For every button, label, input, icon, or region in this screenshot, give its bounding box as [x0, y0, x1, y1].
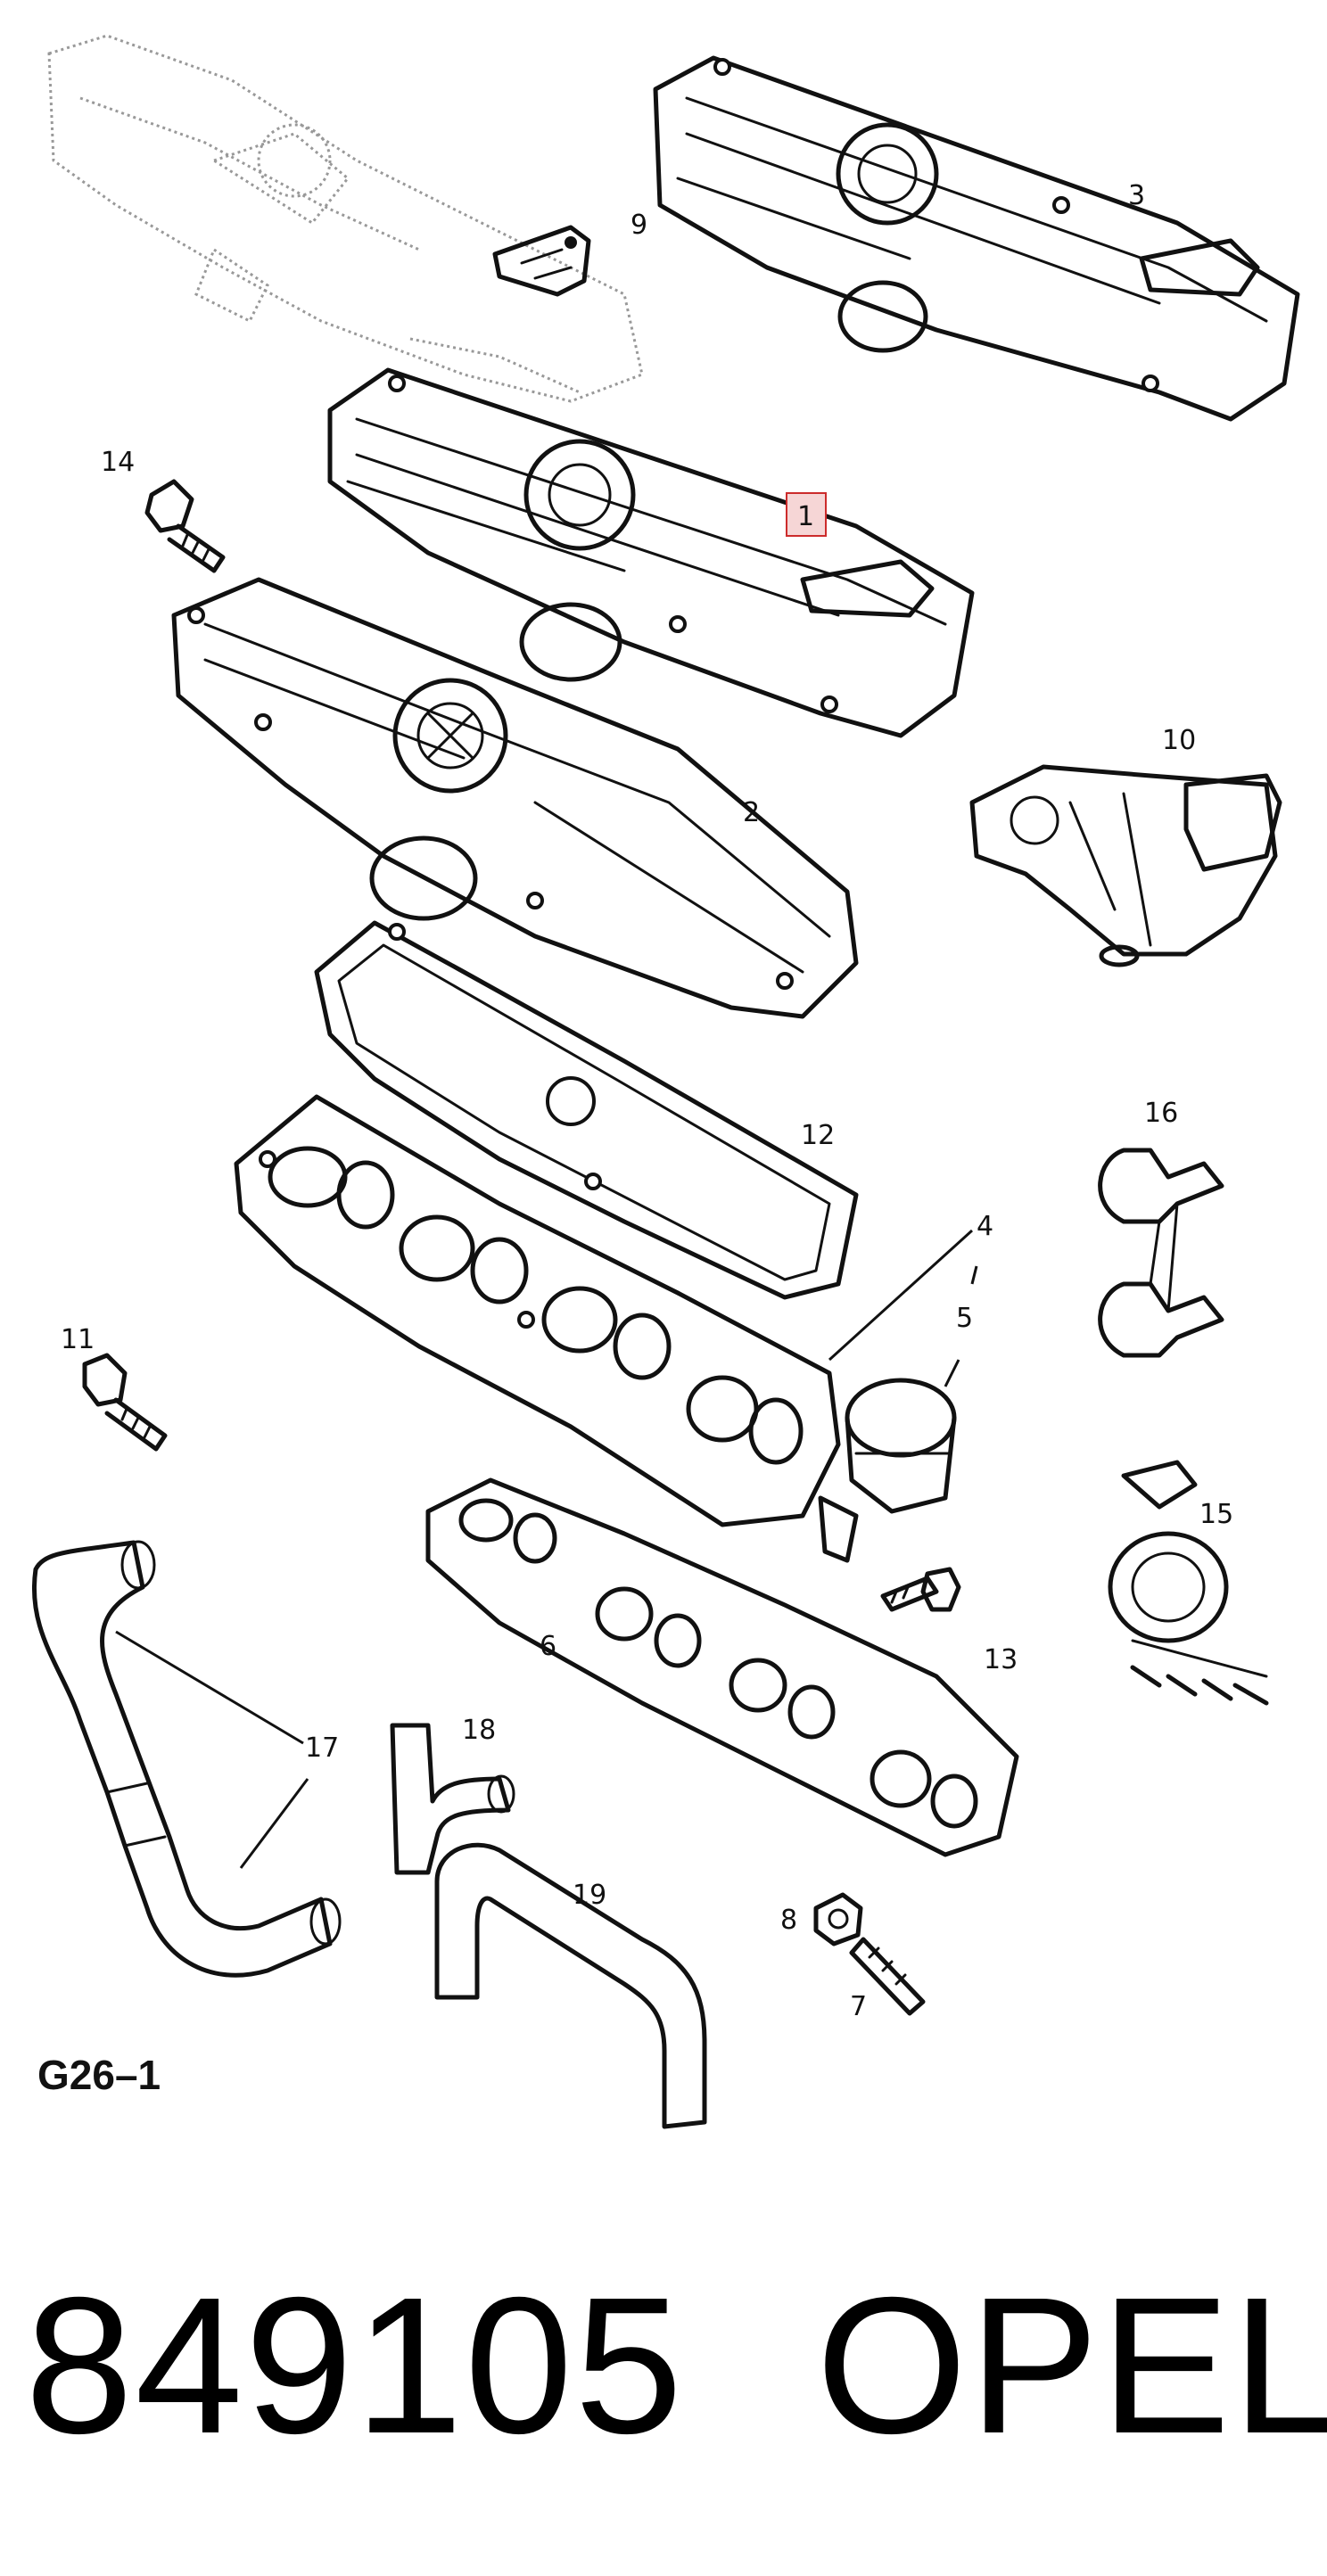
- callout-1[interactable]: 1: [797, 501, 814, 532]
- brand-name: OPEL: [816, 2258, 1327, 2474]
- callout-15[interactable]: 15: [1199, 1499, 1233, 1530]
- callout-10[interactable]: 10: [1162, 725, 1196, 756]
- callout-8[interactable]: 8: [780, 1905, 797, 1936]
- part-14-bolt[interactable]: [144, 479, 226, 573]
- callout-3[interactable]: 3: [1128, 180, 1145, 211]
- part-11-bolt[interactable]: [82, 1353, 168, 1452]
- callout-11[interactable]: 11: [61, 1324, 95, 1355]
- callout-4[interactable]: 4: [977, 1211, 993, 1242]
- callout-9[interactable]: 9: [631, 210, 647, 241]
- callout-13[interactable]: 13: [984, 1644, 1018, 1675]
- part-9-bracket[interactable]: [492, 225, 591, 297]
- callout-16[interactable]: 16: [1144, 1098, 1178, 1129]
- part-3-upper-plenum[interactable]: [653, 55, 1300, 422]
- callout-labels: 1 2 3 4 5 6 7 8 9 10 11 12 13 14 15 16 1…: [61, 180, 1233, 2022]
- figure-id-label: G26–1: [37, 2052, 161, 2098]
- part-4-lower-manifold[interactable]: [234, 1094, 841, 1527]
- part-10-sensor-housing[interactable]: [969, 764, 1282, 967]
- part-6-exhaust-gasket[interactable]: [425, 1477, 1019, 1857]
- callout-5[interactable]: 5: [956, 1303, 973, 1334]
- part-7-stud[interactable]: [849, 1937, 926, 2016]
- leader-lines: [115, 1229, 978, 1869]
- part-8-nut[interactable]: [813, 1892, 863, 1946]
- callout-6[interactable]: 6: [540, 1631, 556, 1662]
- callout-7[interactable]: 7: [850, 1991, 867, 2022]
- callout-2[interactable]: 2: [743, 797, 760, 828]
- part-2-intake-manifold[interactable]: [171, 577, 859, 1019]
- part-16-clip[interactable]: [1098, 1148, 1224, 1358]
- callout-17[interactable]: 17: [305, 1732, 339, 1764]
- callout-18[interactable]: 18: [462, 1715, 496, 1746]
- callout-14[interactable]: 14: [101, 447, 135, 478]
- part-5-valve[interactable]: [818, 1378, 957, 1563]
- callout-19[interactable]: 19: [573, 1880, 606, 1911]
- part-15-clamp[interactable]: [1108, 1460, 1269, 1706]
- part-12-gasket[interactable]: [314, 920, 859, 1300]
- part-19-u-hose[interactable]: [434, 1842, 707, 2129]
- part-18-elbow-hose[interactable]: [390, 1723, 515, 1875]
- part-1-intake-plenum[interactable]: [327, 367, 975, 738]
- part-17-hose[interactable]: [32, 1540, 342, 1978]
- callout-1-highlight: [786, 492, 827, 537]
- part-number: 849105: [25, 2258, 685, 2474]
- callout-12[interactable]: 12: [801, 1120, 835, 1151]
- part-13-bolt[interactable]: [880, 1567, 961, 1612]
- ghost-engine-outline: [47, 34, 644, 403]
